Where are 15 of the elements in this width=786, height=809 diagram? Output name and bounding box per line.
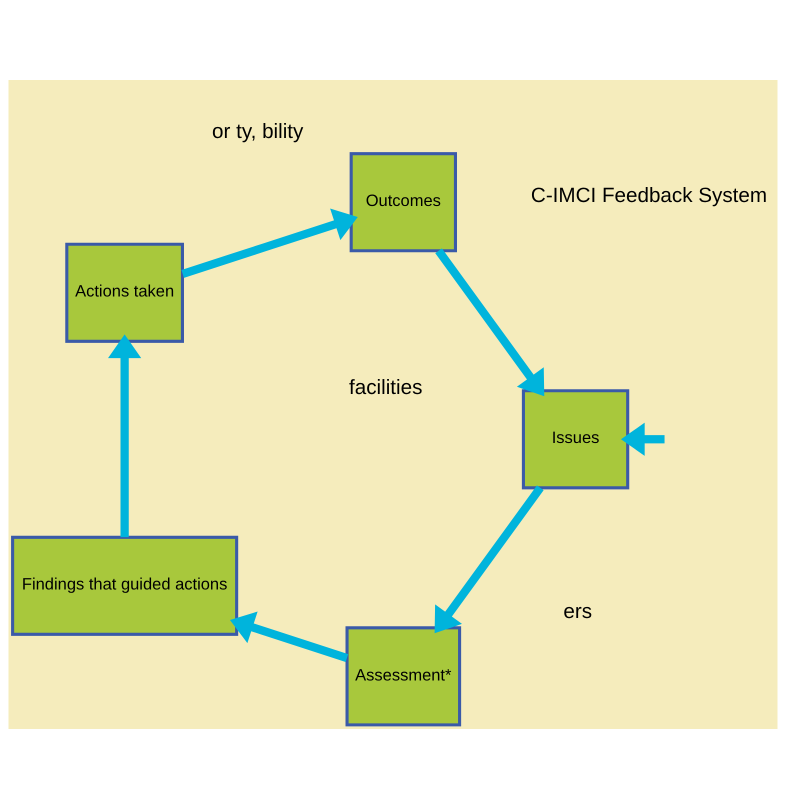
label: C-IMCI Feedback System bbox=[530, 184, 768, 207]
node-box: Assessment* bbox=[346, 626, 462, 726]
node-box: Outcomes bbox=[350, 152, 457, 252]
label: facilities bbox=[349, 376, 422, 399]
arrow bbox=[108, 334, 142, 538]
arrow bbox=[230, 612, 348, 662]
arrow bbox=[181, 208, 358, 278]
label: ers bbox=[563, 600, 592, 623]
arrow bbox=[435, 248, 544, 396]
node-box: Findings that guided actions bbox=[11, 536, 238, 636]
arrow bbox=[620, 422, 665, 456]
label: or ty, bility bbox=[212, 120, 304, 143]
arrow bbox=[434, 485, 544, 634]
node-box: Actions taken bbox=[65, 242, 184, 343]
node-box: Issues bbox=[522, 389, 630, 490]
